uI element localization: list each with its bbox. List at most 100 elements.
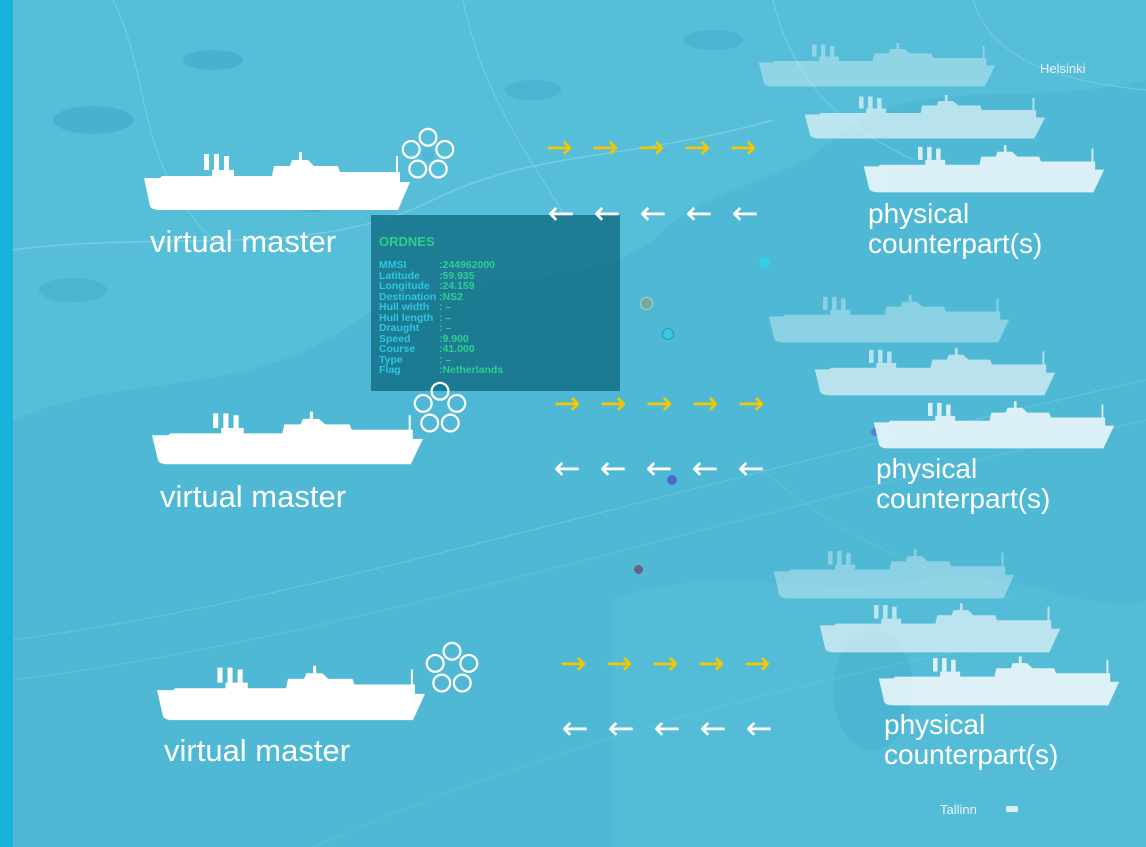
ais-dot: [662, 328, 674, 340]
info-row: Destination:NS2: [379, 290, 503, 303]
info-key: Speed: [379, 332, 411, 345]
info-key: Destination: [379, 290, 437, 303]
flower-icon: [401, 127, 455, 179]
ais-dot: [871, 428, 879, 436]
place-label-tallinn: Tallinn: [940, 802, 977, 817]
tallinn-marker-icon: [1006, 806, 1018, 812]
virtual-master-label: virtual master: [160, 479, 347, 514]
right-arrow-icon: →: [697, 644, 725, 682]
virtual-master-label: virtual master: [164, 733, 351, 768]
ship-icon: [814, 348, 1056, 396]
info-value: :NS2: [439, 290, 463, 303]
physical-counterpart-label: physical counterpart(s): [868, 198, 1043, 259]
info-value: :41.000: [439, 343, 475, 355]
ais-dot: [634, 565, 643, 574]
ship-icon: [804, 95, 1046, 139]
ship-icon: [768, 295, 1010, 343]
flower-icon: [425, 641, 479, 693]
info-row: Flag :Netherlands: [379, 365, 503, 376]
info-value: : –: [439, 301, 452, 313]
right-arrow-icon: →: [729, 128, 757, 166]
info-value: :244962000: [439, 259, 496, 271]
left-arrow-icon: ←: [639, 194, 667, 232]
info-value: : –: [439, 322, 452, 334]
arrow-row-right: → → → → →: [544, 387, 774, 419]
info-value: : –: [439, 311, 452, 324]
info-row: Course :41.000: [379, 344, 503, 355]
info-key: Type: [379, 353, 403, 366]
physical-counterpart-label: physical counterpart(s): [884, 709, 1059, 770]
ship-icon: [144, 152, 410, 210]
info-key: Latitude: [379, 269, 420, 282]
left-arrow-icon: ←: [699, 709, 727, 747]
info-row: MMSI:244962000: [379, 260, 503, 271]
left-arrow-icon: ←: [607, 709, 635, 747]
right-arrow-icon: →: [591, 128, 619, 166]
physical-counterpart-label: physical counterpart(s): [876, 453, 1051, 514]
right-arrow-icon: →: [637, 128, 665, 166]
right-arrow-icon: →: [599, 384, 627, 422]
info-row: Speed :9.900: [379, 332, 503, 345]
ais-dot: [759, 257, 770, 268]
ship-icon: [157, 665, 425, 721]
info-value: :9.900: [439, 332, 469, 345]
ship-icon: [758, 43, 996, 87]
ship-icon: [773, 549, 1015, 599]
ais-dot: [640, 297, 653, 310]
info-value: :24.159: [439, 280, 475, 292]
arrow-row-left: ← ← ← ← ←: [538, 197, 768, 229]
left-arrow-icon: ←: [645, 449, 673, 487]
left-arrow-icon: ←: [691, 449, 719, 487]
virtual-master-label: virtual master: [150, 224, 337, 259]
arrow-row-right: →→→→→: [536, 131, 766, 163]
info-value: :Netherlands: [439, 364, 504, 376]
info-key: Flag: [379, 364, 401, 376]
right-arrow-icon: →: [737, 384, 765, 422]
ship-icon: [819, 603, 1061, 653]
right-arrow-icon: →: [645, 384, 673, 422]
left-arrow-icon: ←: [593, 194, 621, 232]
arrow-row-left: ← ← ← ← ←: [544, 452, 774, 484]
right-arrow-icon: →: [743, 644, 771, 682]
left-arrow-icon: ←: [685, 194, 713, 232]
left-arrow-icon: ←: [599, 449, 627, 487]
info-value: :59.935: [439, 269, 475, 282]
info-row: Draught : –: [379, 323, 503, 334]
right-arrow-icon: →: [553, 384, 581, 422]
ship-icon: [873, 401, 1115, 449]
left-arrow-icon: ←: [561, 709, 589, 747]
info-row: Latitude :59.935: [379, 269, 503, 282]
info-key: Longitude: [379, 280, 430, 292]
info-key: Course: [379, 343, 416, 355]
info-key: Hull width: [379, 301, 430, 313]
info-row: Hull width : –: [379, 302, 503, 313]
flower-icon: [413, 381, 467, 433]
left-arrow-icon: ←: [653, 709, 681, 747]
ship-icon: [152, 411, 423, 465]
info-key: Draught: [379, 322, 420, 334]
ais-dot: [667, 475, 677, 485]
arrow-row-right: → → → → →: [550, 647, 780, 679]
left-arrow-icon: ←: [553, 449, 581, 487]
right-arrow-icon: →: [559, 644, 587, 682]
arrow-row-left: ← ← ← ← ←: [552, 712, 782, 744]
left-arrow-icon: ←: [737, 449, 765, 487]
info-row: Hull length : –: [379, 311, 503, 324]
right-arrow-icon: →: [691, 384, 719, 422]
info-row: Longitude :24.159: [379, 281, 503, 292]
left-arrow-icon: ←: [745, 709, 773, 747]
info-value: : –: [439, 353, 452, 366]
ship-icon: [863, 145, 1105, 193]
left-arrow-icon: ←: [731, 194, 759, 232]
info-row: Type : –: [379, 353, 503, 366]
vessel-name: ORDNES: [379, 234, 435, 249]
right-arrow-icon: →: [605, 644, 633, 682]
right-arrow-icon: →: [651, 644, 679, 682]
info-key: Hull length: [379, 311, 434, 324]
place-label-helsinki: Helsinki: [1040, 61, 1086, 76]
right-arrow-icon: →: [683, 128, 711, 166]
left-arrow-icon: ←: [547, 194, 575, 232]
ship-icon: [878, 656, 1120, 706]
